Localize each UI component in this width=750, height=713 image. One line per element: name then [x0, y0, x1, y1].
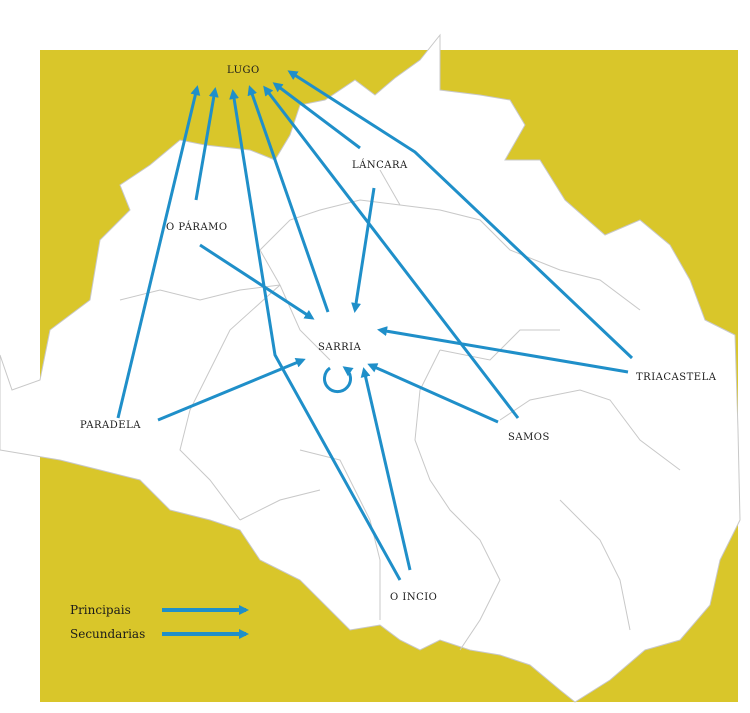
label-lancara: LÁNCARA — [352, 159, 408, 171]
legend-principais-label: Principais — [70, 603, 131, 617]
arrow-lancara-lugo — [272, 82, 361, 150]
arrow-paradela-lugo — [116, 85, 201, 419]
arrow-oparamo-sarria — [199, 243, 315, 320]
label-sarria: SARRIA — [318, 342, 362, 353]
label-o-incio: O INCIO — [390, 592, 437, 603]
sarria-internal-loop-arrow — [323, 366, 354, 394]
arrows-secundarias — [157, 187, 629, 571]
label-o-paramo: O PÁRAMO — [166, 221, 228, 233]
arrows-principais — [116, 70, 634, 581]
arrow-triacastela-sarria — [377, 326, 629, 374]
place-labels: LUGO LÁNCARA O PÁRAMO SARRIA TRIACASTELA… — [80, 65, 717, 603]
arrow-oincio-lugo — [229, 89, 402, 581]
legend: Principais Secundarias — [70, 603, 249, 641]
arrow-oincio-sarria — [360, 367, 412, 571]
label-samos: SAMOS — [508, 432, 550, 443]
legend-secundarias-label: Secundarias — [70, 627, 145, 641]
label-triacastela: TRIACASTELA — [636, 372, 717, 383]
label-paradela: PARADELA — [80, 420, 141, 431]
arrow-samos-sarria — [367, 363, 499, 424]
arrow-paradela-sarria — [157, 358, 306, 422]
arrow-oparamo-lugo — [194, 87, 219, 201]
arrow-lancara-sarria — [351, 187, 376, 313]
arrow-sarria-lugo — [247, 85, 330, 313]
label-lugo: LUGO — [227, 65, 260, 76]
arrow-triacastela-lugo — [287, 70, 634, 360]
arrow-samos-lugo — [263, 85, 520, 419]
